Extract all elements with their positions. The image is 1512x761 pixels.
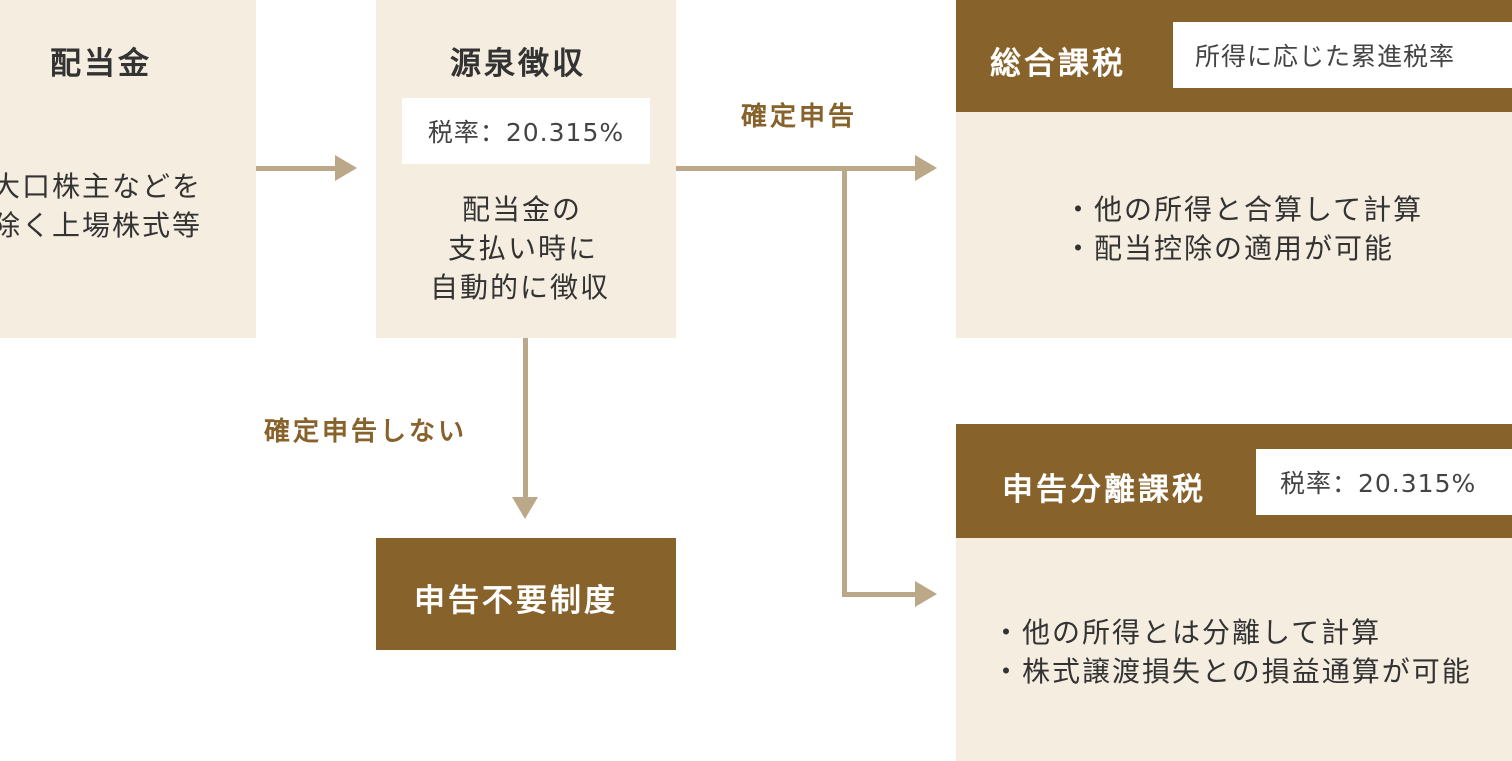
connector-file-return-vertical bbox=[842, 166, 847, 597]
withholding-line-1: 配当金の bbox=[462, 193, 583, 226]
arrow-head-to-separate bbox=[915, 581, 937, 607]
dividend-line-2: 除く上場株式等 bbox=[0, 209, 203, 242]
withholding-rate-chip: 税率：20.315% bbox=[402, 98, 650, 164]
arrow-head-dividend-to-withholding bbox=[335, 155, 357, 181]
no-filing-title: 申告不要制度 bbox=[414, 583, 618, 619]
separate-line-2: ・株式譲渡損失との損益通算が可能 bbox=[992, 655, 1472, 688]
withholding-line-2: 支払い時に bbox=[448, 232, 599, 265]
separate-tag: 税率：20.315% bbox=[1256, 449, 1512, 515]
arrow-head-to-no-filing bbox=[512, 497, 538, 519]
comprehensive-line-1: ・他の所得と合算して計算 bbox=[1064, 193, 1424, 226]
connector-to-separate-horizontal bbox=[842, 592, 916, 597]
separate-body bbox=[956, 538, 1512, 761]
dividend-title: 配当金 bbox=[50, 46, 152, 82]
connector-no-filing bbox=[523, 338, 528, 498]
label-file-return: 確定申告 bbox=[741, 102, 858, 132]
comprehensive-body bbox=[956, 112, 1512, 338]
withholding-line-3: 自動的に徴収 bbox=[430, 271, 611, 304]
separate-title: 申告分離課税 bbox=[1002, 472, 1206, 508]
arrow-dividend-to-withholding bbox=[256, 166, 336, 171]
arrow-head-to-comprehensive bbox=[915, 155, 937, 181]
no-filing-box bbox=[376, 538, 676, 650]
connector-file-return-horizontal bbox=[676, 166, 916, 171]
separate-line-1: ・他の所得とは分離して計算 bbox=[992, 616, 1382, 649]
dividend-box bbox=[0, 0, 256, 338]
withholding-box bbox=[376, 0, 676, 338]
comprehensive-tag: 所得に応じた累進税率 bbox=[1173, 22, 1512, 88]
dividend-line-1: 大口株主などを bbox=[0, 170, 203, 203]
comprehensive-line-2: ・配当控除の適用が可能 bbox=[1064, 232, 1395, 265]
comprehensive-title: 総合課税 bbox=[990, 46, 1126, 82]
withholding-title: 源泉徴収 bbox=[450, 46, 586, 82]
label-no-file-return: 確定申告しない bbox=[264, 417, 468, 447]
